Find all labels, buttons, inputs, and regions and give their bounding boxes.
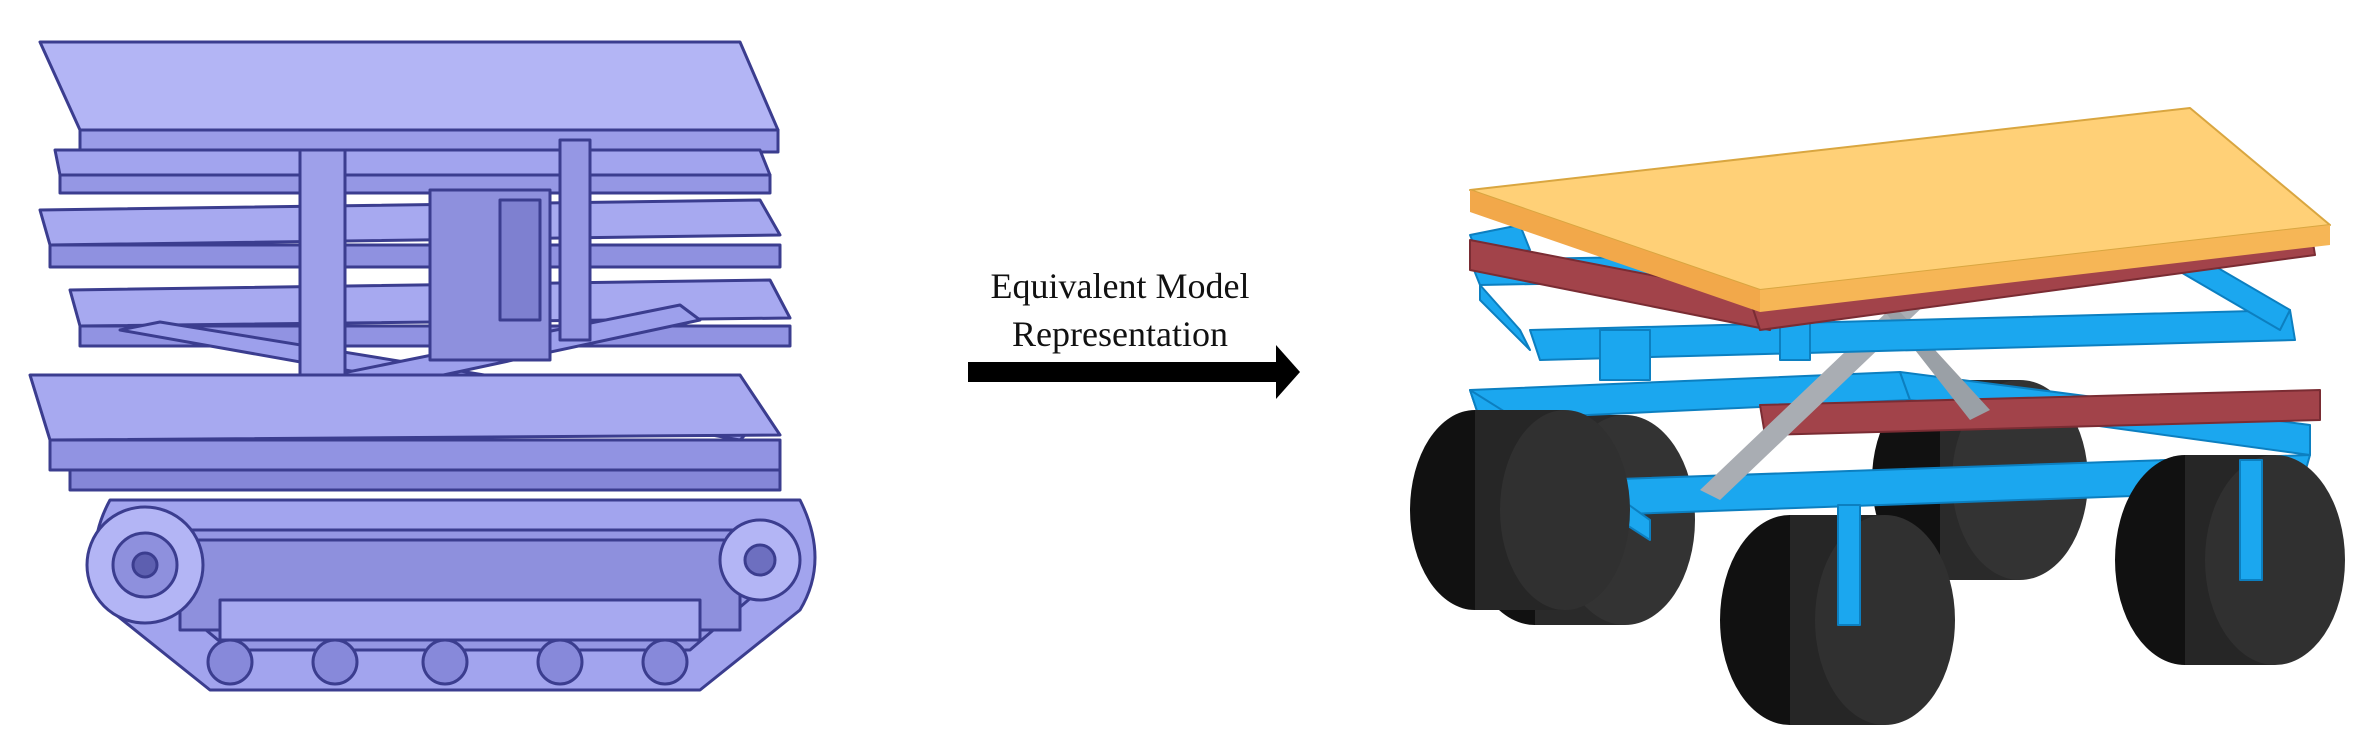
equivalent-model — [1410, 107, 2345, 725]
cad-road-wheel — [641, 638, 689, 686]
model-wheel-post — [1837, 504, 1861, 626]
cad-road-wheel — [536, 638, 584, 686]
model-lower-link — [1759, 389, 2321, 436]
cad-upper-frame — [53, 148, 772, 177]
cad-road-wheel — [421, 638, 469, 686]
model-top-platform — [1469, 107, 2331, 312]
cad-road-wheel — [206, 638, 254, 686]
caption-line-2: Representation — [1012, 314, 1228, 354]
cad-scissor-lift-robot — [28, 40, 817, 692]
model-wheel-post — [2239, 459, 2263, 581]
cad-road-wheel — [311, 638, 359, 686]
caption-line-1: Equivalent Model — [990, 266, 1250, 306]
model-wheel-front-left — [1410, 410, 1630, 610]
right-arrow-icon — [968, 345, 1300, 399]
cad-lower-frame — [28, 373, 782, 442]
cad-top-platform — [38, 40, 780, 132]
model-wheel-front-right — [2115, 455, 2345, 665]
